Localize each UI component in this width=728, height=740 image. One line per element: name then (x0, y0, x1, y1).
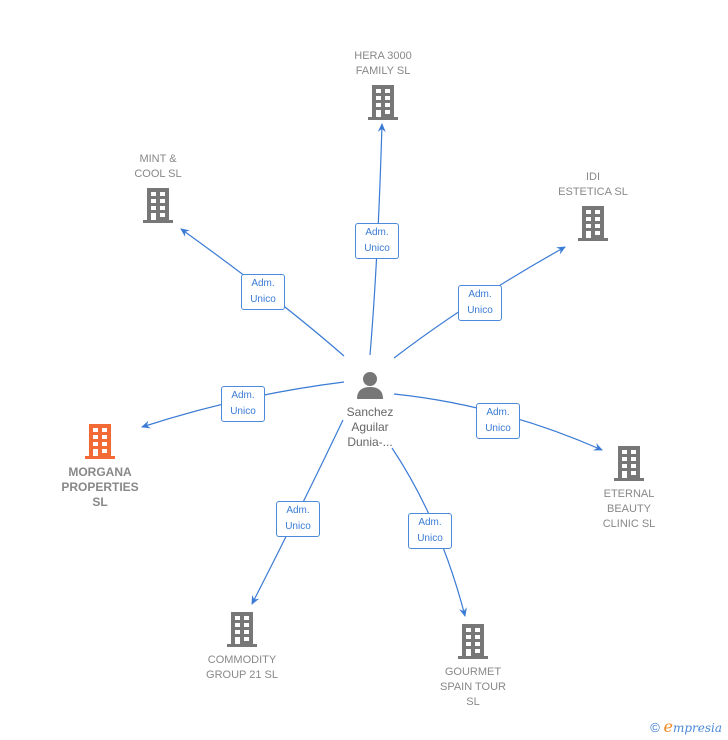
building-icon (578, 206, 608, 241)
relation-line1: Adm. (365, 227, 389, 238)
brand-name: mpresia (672, 721, 722, 735)
relation-line1: Adm. (486, 407, 510, 418)
relation-label-commodity[interactable]: Adm. Unico (276, 501, 320, 537)
relation-line1: Adm. (251, 278, 275, 289)
building-icon (368, 85, 398, 120)
brand-initial: e (663, 717, 673, 736)
center-person-node[interactable] (340, 370, 400, 405)
company-name: COMMODITY GROUP 21 SL (206, 654, 278, 681)
relation-line2: Unico (485, 423, 511, 434)
building-icon (143, 188, 173, 223)
relation-line2: Unico (467, 305, 493, 316)
company-name: ETERNAL BEAUTY CLINIC SL (602, 488, 656, 530)
relation-label-eternal[interactable]: Adm. Unico (476, 403, 520, 439)
relation-line2: Unico (230, 406, 256, 417)
company-name: MINT & COOL SL (134, 153, 182, 180)
relation-line2: Unico (250, 294, 276, 305)
building-icon (458, 624, 488, 659)
company-name: IDI ESTETICA SL (558, 171, 628, 198)
relation-line1: Adm. (231, 390, 255, 401)
relation-label-idi[interactable]: Adm. Unico (458, 285, 502, 321)
relation-line2: Unico (364, 243, 390, 254)
copyright-icon: © (650, 720, 660, 735)
company-node-gourmet[interactable]: GOURMET SPAIN TOUR SL (423, 624, 523, 710)
company-node-eternal[interactable]: ETERNAL BEAUTY CLINIC SL (579, 446, 679, 532)
relation-line1: Adm. (418, 517, 442, 528)
company-node-morgana[interactable]: MORGANA PROPERTIES SL (50, 424, 150, 510)
building-icon (614, 446, 644, 481)
company-name: MORGANA PROPERTIES SL (61, 465, 139, 509)
company-node-commodity[interactable]: COMMODITY GROUP 21 SL (192, 612, 292, 683)
building-icon-highlighted (85, 424, 115, 459)
relation-label-gourmet[interactable]: Adm. Unico (408, 513, 452, 549)
relation-label-mint[interactable]: Adm. Unico (241, 274, 285, 310)
company-name: GOURMET SPAIN TOUR SL (439, 666, 507, 708)
person-icon (357, 372, 383, 399)
relation-line1: Adm. (286, 505, 310, 516)
company-node-idi[interactable]: IDI ESTETICA SL (543, 170, 643, 247)
company-node-mint[interactable]: MINT & COOL SL (108, 152, 208, 229)
empresia-watermark: © empresia (650, 717, 722, 736)
building-icon (227, 612, 257, 647)
center-person-label: Sanchez Aguilar Dunia-... (346, 405, 394, 449)
company-name: HERA 3000 FAMILY SL (354, 50, 412, 77)
relation-label-morgana[interactable]: Adm. Unico (221, 386, 265, 422)
relation-line2: Unico (285, 521, 311, 532)
relation-line2: Unico (417, 533, 443, 544)
relation-label-hera[interactable]: Adm. Unico (355, 223, 399, 259)
company-node-hera[interactable]: HERA 3000 FAMILY SL (333, 49, 433, 126)
relation-line1: Adm. (468, 289, 492, 300)
